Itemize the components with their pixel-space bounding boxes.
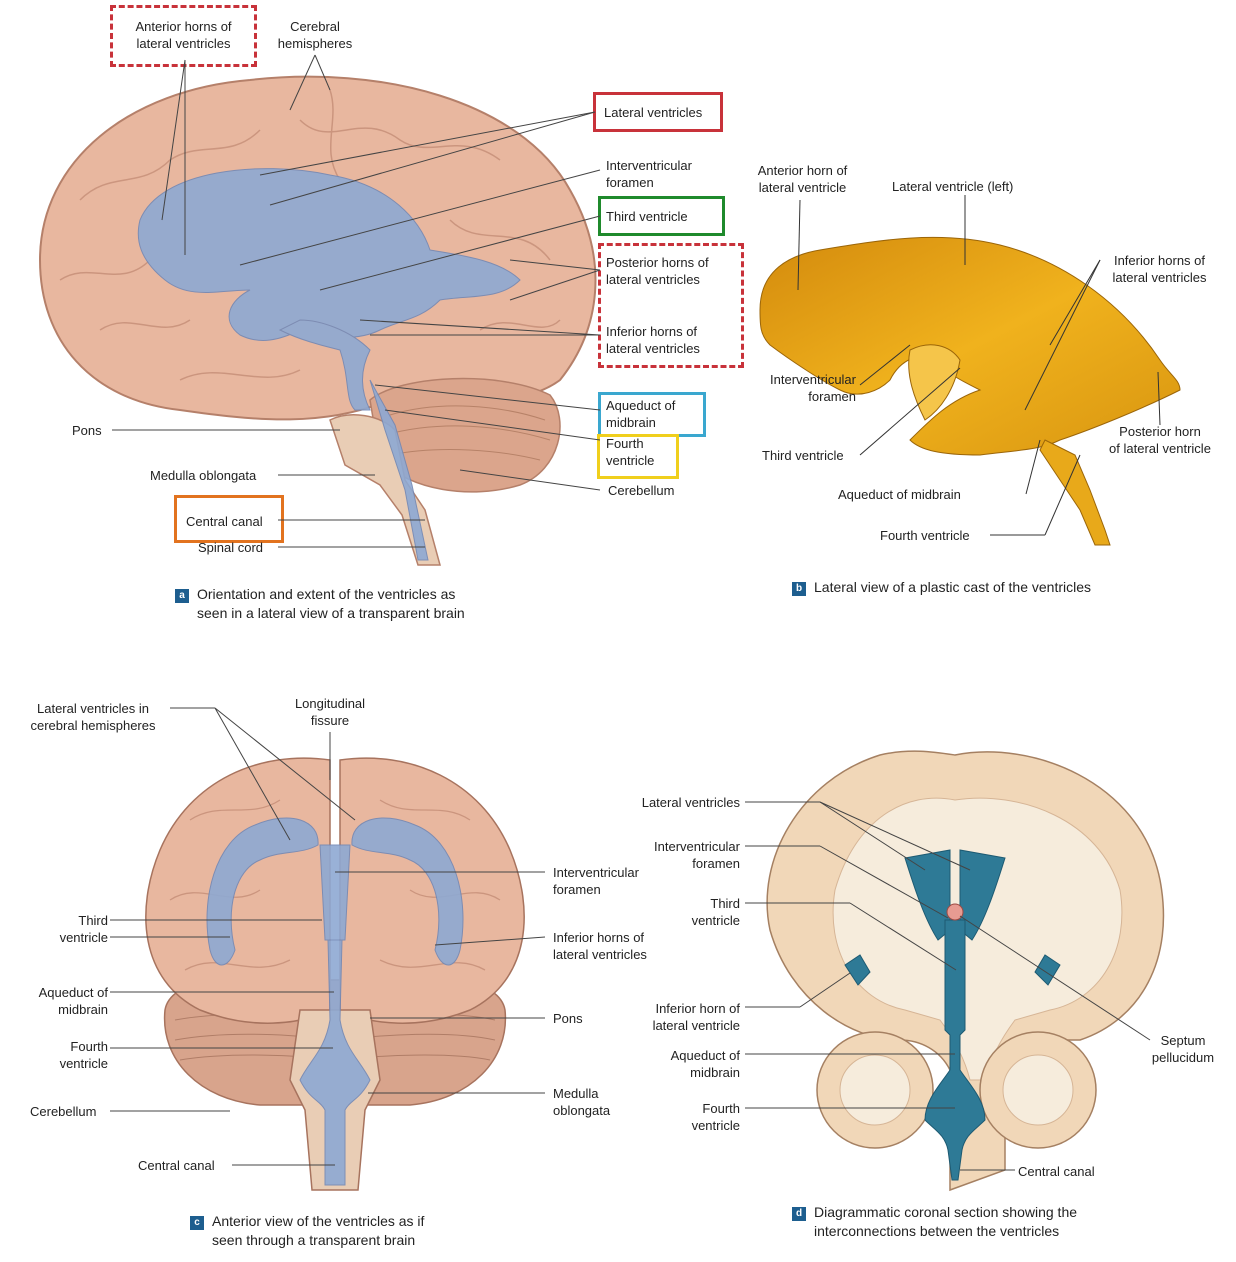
caption-text-c: Anterior view of the ventricles as if se… (212, 1213, 425, 1248)
caption-a: a Orientation and extent of the ventricle… (175, 585, 575, 623)
label-anterior-horn-b: Anterior horn of lateral ventricle (757, 163, 848, 195)
label-medulla-c: Medulla oblongata (553, 1086, 611, 1118)
highlight-box-posterior-inferior-horns (598, 243, 744, 368)
caption-tag-b: b (792, 582, 806, 596)
caption-tag-c: c (190, 1216, 204, 1230)
caption-tag-a: a (175, 589, 189, 603)
label-fourth-ventricle-c: Fourth ventricle (59, 1039, 108, 1071)
panel-d-illustration (745, 750, 1165, 1192)
septum-marker (946, 903, 964, 921)
label-fourth-ventricle-d: Fourth ventricle (691, 1101, 740, 1133)
label-aqueduct-a: Aqueduct of midbrain (606, 398, 676, 430)
label-posterior-horns-a: Posterior horns of lateral ventricles (606, 255, 709, 287)
label-medulla-a: Medulla oblongata (150, 468, 257, 483)
label-interventricular-foramen-c: Interventricular foramen (553, 865, 639, 897)
label-central-canal-c: Central canal (138, 1158, 215, 1173)
label-fourth-ventricle-b: Fourth ventricle (880, 528, 970, 543)
label-third-ventricle-c: Third ventricle (59, 913, 108, 945)
ventricle-cast (759, 236, 1181, 456)
label-inferior-horns-b: Inferior horns of lateral ventricles (1112, 253, 1207, 285)
label-cerebral-hemispheres-a: Cerebral hemispheres (277, 19, 353, 51)
label-lateral-ventricle-left-b: Lateral ventricle (left) (892, 179, 1014, 194)
caption-c: c Anterior view of the ventricles as if s… (190, 1212, 590, 1250)
cast-fourth-ventricle (1039, 439, 1111, 546)
label-aqueduct-d: Aqueduct of midbrain (670, 1048, 740, 1080)
label-interventricular-foramen-a: Interventricular foramen (606, 158, 692, 190)
panel-b-illustration (759, 195, 1181, 546)
label-central-canal-a: Central canal (186, 514, 263, 529)
caption-text-a: Orientation and extent of the ventricles… (197, 586, 465, 621)
label-pons-c: Pons (553, 1011, 583, 1026)
panel-a: Anterior horns of lateral ventricles Cer… (0, 0, 744, 640)
caption-d: d Diagrammatic coronal section showing th… (792, 1203, 1212, 1241)
label-third-ventricle-a: Third ventricle (606, 209, 688, 224)
label-lateral-ventricles-hemi-c: Lateral ventricles in cerebral hemispher… (30, 701, 156, 733)
panel-c-illustration (110, 707, 546, 1191)
label-spinal-cord-a: Spinal cord (198, 540, 264, 555)
hemisphere-left (145, 757, 331, 1024)
label-posterior-horn-b: Posterior horn of lateral ventricle (1109, 424, 1211, 456)
highlight-box-central-canal (174, 495, 284, 543)
panel-d: Lateral ventricles Interventricular fora… (620, 740, 1236, 1262)
label-lateral-ventricles-a: Lateral ventricles (604, 105, 703, 120)
label-inferior-horns-a: Inferior horns of lateral ventricles (606, 324, 700, 356)
label-aqueduct-c: Aqueduct of midbrain (38, 985, 108, 1017)
label-interventricular-foramen-b: Interventricular foramen (770, 372, 856, 404)
label-cerebellum-a: Cerebellum (608, 483, 675, 498)
label-inferior-horn-d: Inferior horn of lateral ventricle (652, 1001, 740, 1033)
label-septum-d: Septum pellucidum (1151, 1033, 1215, 1065)
label-anterior-horns-a: Anterior horns of lateral ventricles (135, 19, 232, 51)
label-pons-a: Pons (72, 423, 102, 438)
highlight-box-fourth-ventricle (597, 434, 679, 479)
caption-tag-d: d (792, 1207, 806, 1221)
label-aqueduct-b: Aqueduct of midbrain (838, 487, 961, 502)
label-lateral-ventricles-d: Lateral ventricles (641, 795, 740, 810)
hemisphere-right (339, 757, 525, 1024)
caption-text-b: Lateral view of a plastic cast of the ve… (814, 579, 1092, 595)
label-central-canal-d: Central canal (1018, 1164, 1095, 1179)
label-interventricular-foramen-d: Interventricular foramen (654, 839, 740, 871)
label-fourth-ventricle-a: Fourth ventricle (606, 436, 655, 468)
caption-b: b Lateral view of a plastic cast of the v… (792, 578, 1212, 597)
caption-text-d: Diagrammatic coronal section showing the… (814, 1204, 1078, 1239)
label-third-ventricle-b: Third ventricle (762, 448, 844, 463)
label-cerebellum-c: Cerebellum (30, 1104, 97, 1119)
label-inferior-horns-c: Inferior horns of lateral ventricles (553, 930, 647, 962)
label-third-ventricle-d: Third ventricle (691, 896, 740, 928)
panel-c: Lateral ventricles in cerebral hemispher… (0, 680, 680, 1262)
label-longitudinal-fissure-c: Longitudinal fissure (294, 696, 366, 728)
panel-b: Anterior horn of lateral ventricle Later… (740, 150, 1236, 610)
